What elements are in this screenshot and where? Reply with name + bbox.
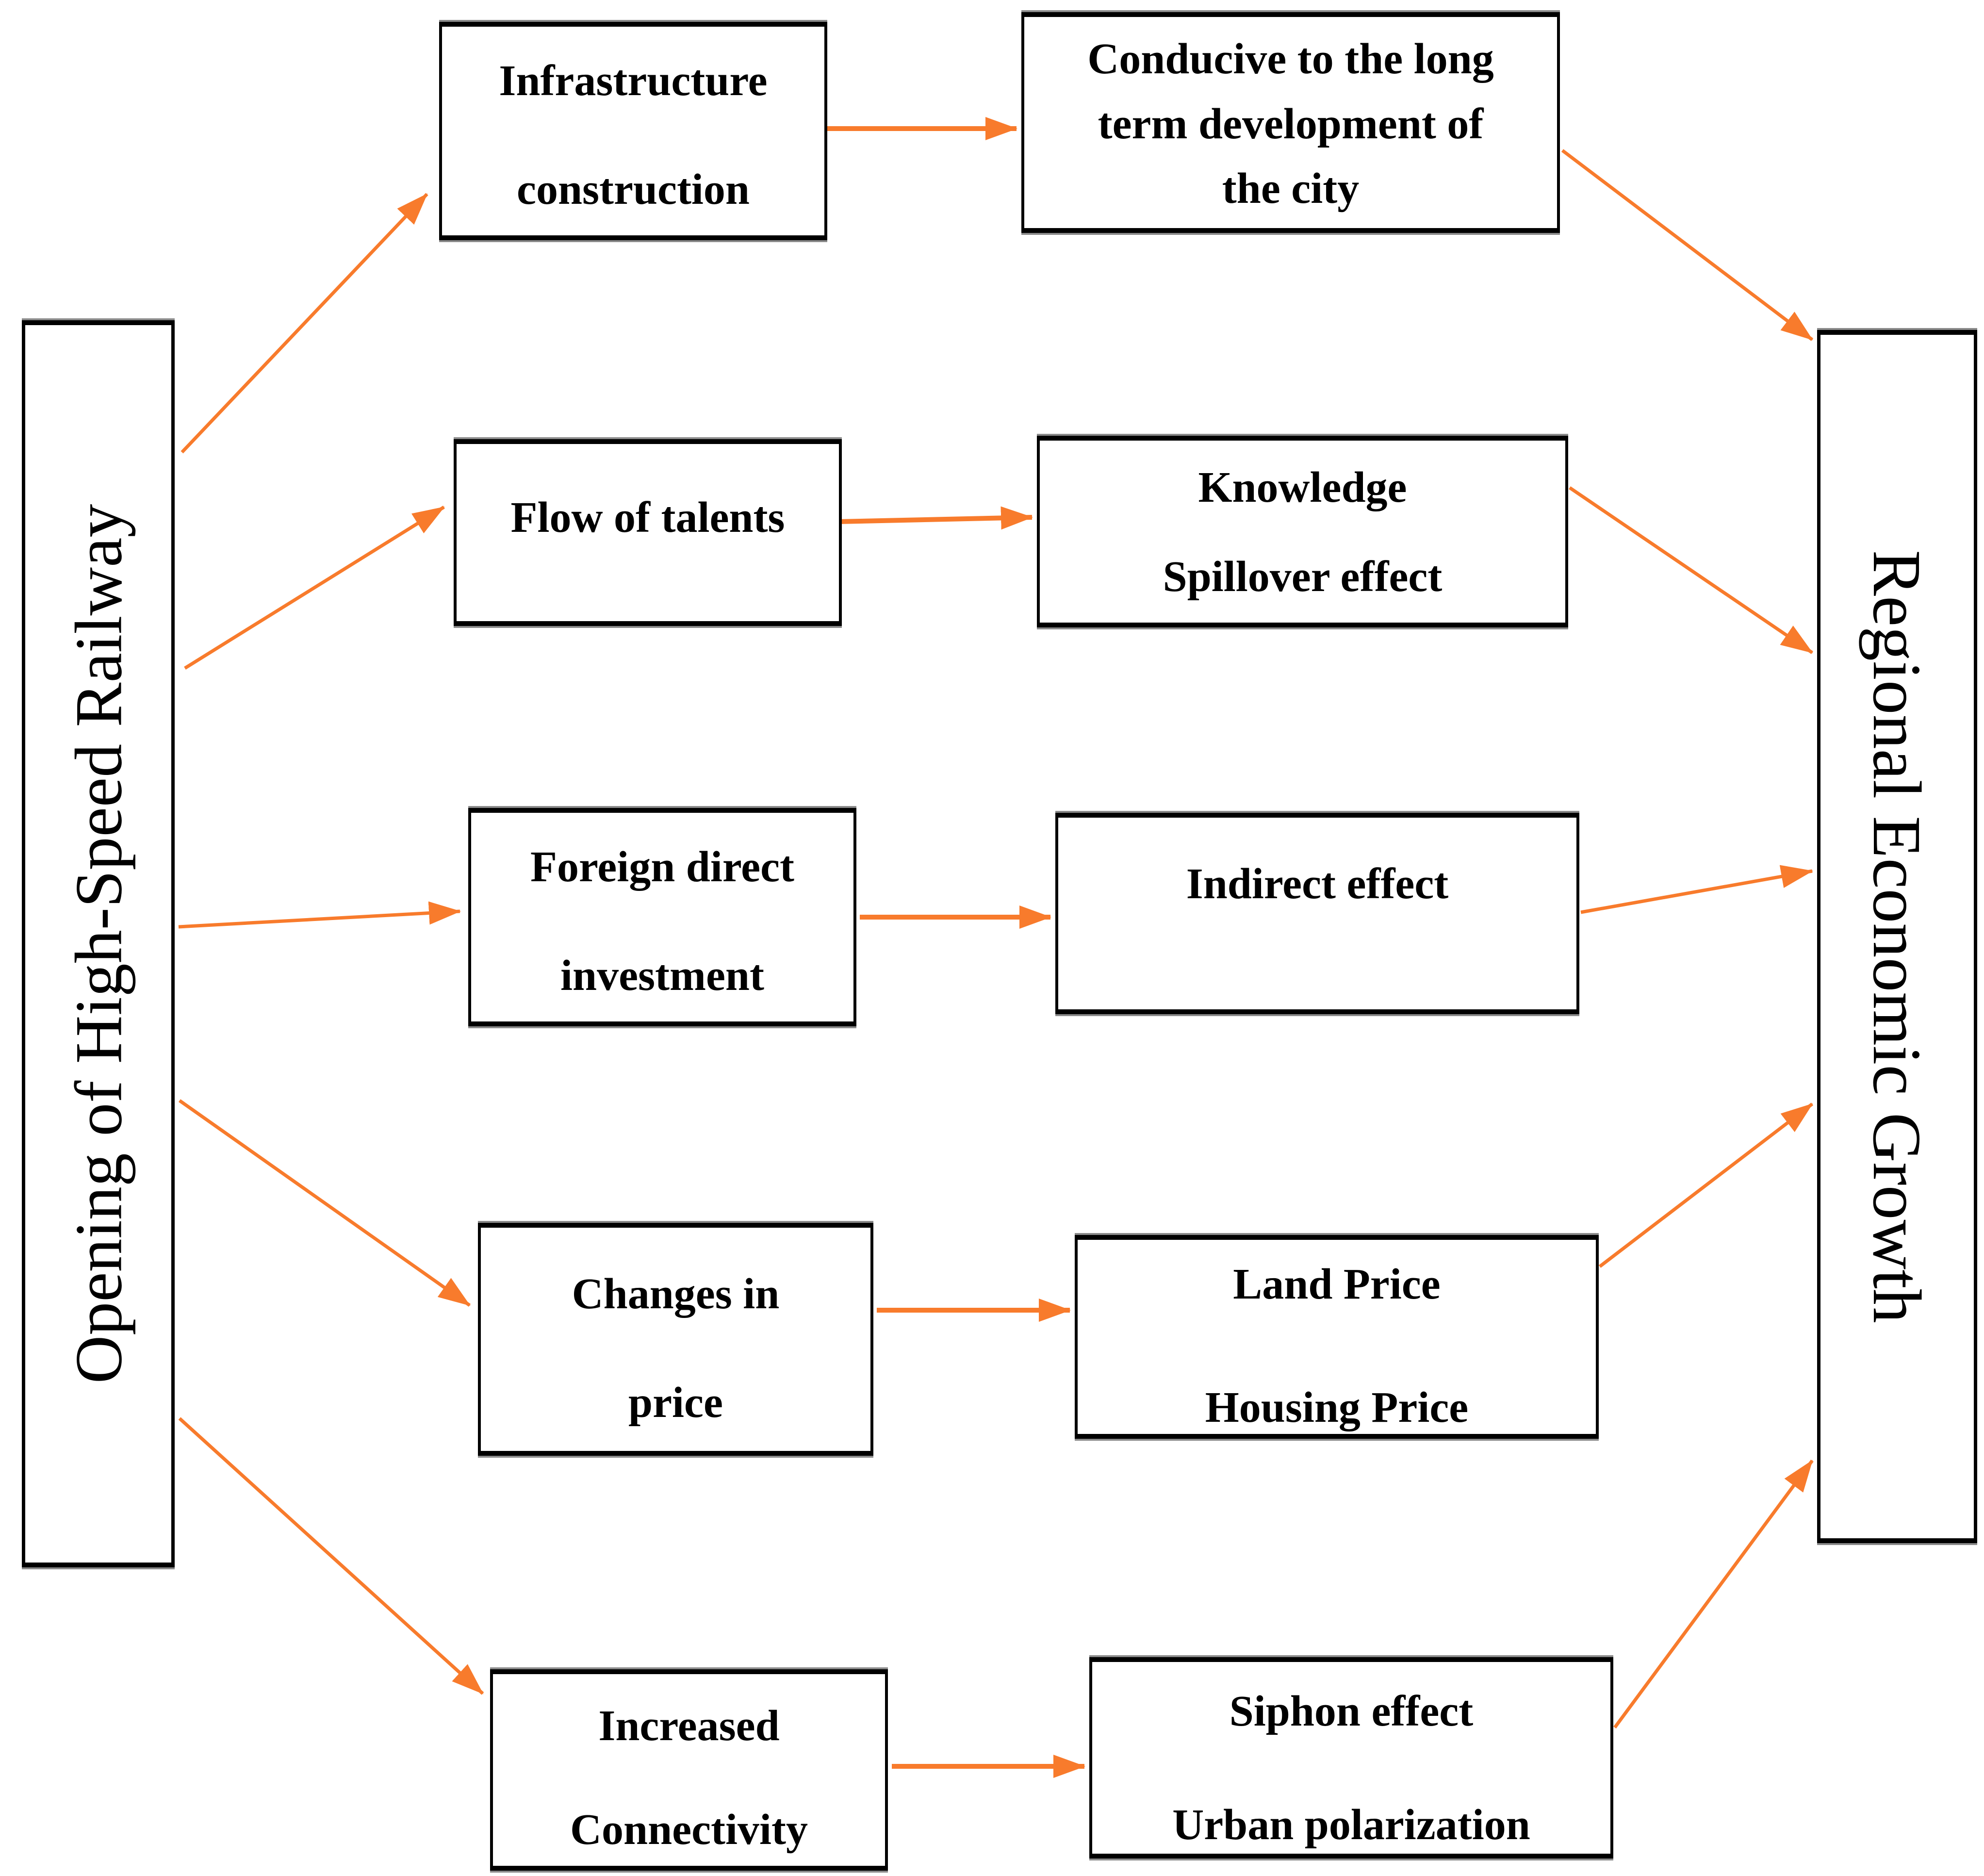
edge-opening-to-fdi <box>178 901 461 929</box>
node-foreign-direct-investment: Foreign direct investment <box>468 808 856 1026</box>
node-label-line: Infrastructure <box>499 57 768 105</box>
edge-opening-to-talents <box>184 506 445 670</box>
node-label-line: Foreign direct <box>530 843 795 891</box>
node-knowledge-spillover-effect: Knowledge Spillover effect <box>1037 436 1568 627</box>
edge-longterm-to-regional-growth <box>1561 149 1814 341</box>
node-label-line: Urban polarization <box>1172 1800 1530 1849</box>
edge-opening-to-infrastructure <box>180 193 428 454</box>
node-label-line: construction <box>517 165 750 214</box>
node-label-line: price <box>628 1378 723 1427</box>
node-flow-of-talents: Flow of talents <box>454 439 842 626</box>
edge-opening-to-connectivity <box>178 1417 484 1695</box>
node-regional-economic-growth: Regional Economic Growth <box>1817 330 1977 1543</box>
edge-talents-to-knowledge <box>837 506 1033 530</box>
node-label-line: Knowledge <box>1198 463 1407 511</box>
node-label-line: Indirect effect <box>1186 860 1449 908</box>
node-label: Opening of High-Speed Railway <box>61 504 135 1384</box>
node-label-line: Changes in <box>572 1270 780 1318</box>
node-conducive-long-term-development: Conducive to the long term development o… <box>1021 12 1560 233</box>
node-increased-connectivity: Increased Connectivity <box>490 1669 888 1871</box>
node-label-line: term development of <box>1098 99 1484 148</box>
node-label-line: Spillover effect <box>1163 552 1443 601</box>
node-label-line: Connectivity <box>570 1805 808 1854</box>
edge-knowledge-to-regional-growth <box>1569 486 1813 654</box>
node-label-line: Increased <box>598 1702 780 1750</box>
node-label-line: Housing Price <box>1205 1383 1469 1432</box>
node-label-line: Flow of talents <box>510 494 785 542</box>
node-label-line: Conducive to the long <box>1087 35 1494 83</box>
node-label-line: Siphon effect <box>1229 1687 1474 1735</box>
node-label-line: the city <box>1222 165 1360 213</box>
node-changes-in-price: Changes in price <box>478 1223 873 1456</box>
node-opening-of-high-speed-railway: Opening of High-Speed Railway <box>22 320 175 1567</box>
node-indirect-effect: Indirect effect <box>1055 813 1579 1014</box>
node-label-line: Land Price <box>1233 1260 1441 1308</box>
node-siphon-effect-urban-polarization: Siphon effect Urban polarization <box>1089 1657 1613 1859</box>
node-label: Regional Economic Growth <box>1859 550 1935 1323</box>
edge-indirect-to-regional-growth <box>1580 865 1813 914</box>
edge-opening-to-price <box>178 1099 471 1307</box>
edge-siphon-to-regional-growth <box>1613 1459 1814 1729</box>
edge-landhousing-to-regional-growth <box>1598 1103 1814 1268</box>
node-label-line: investment <box>560 951 764 1000</box>
node-land-price-housing-price: Land Price Housing Price <box>1075 1235 1599 1439</box>
node-infrastructure-construction: Infrastructure construction <box>439 22 827 240</box>
